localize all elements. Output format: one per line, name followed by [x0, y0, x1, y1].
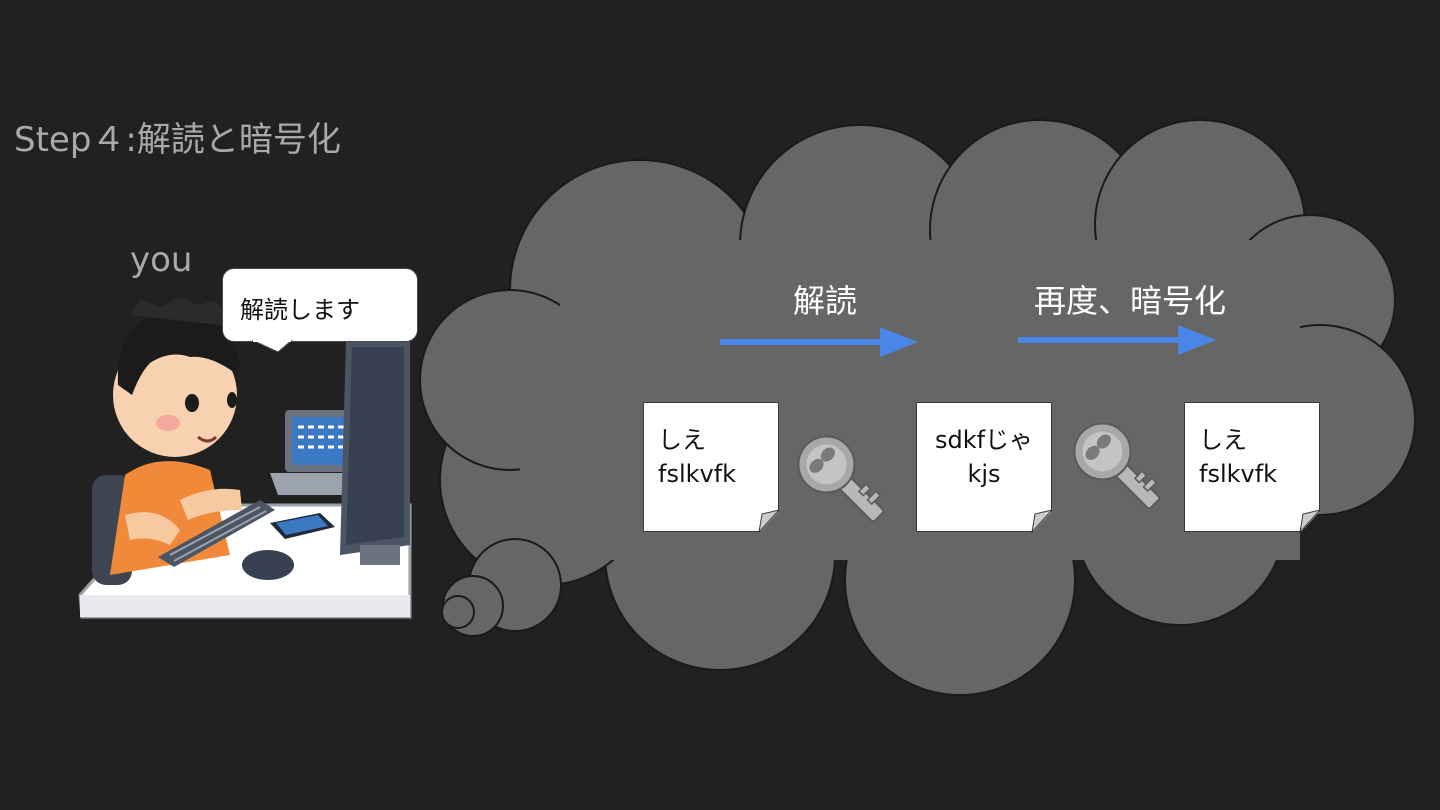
- speech-bubble-tail: [252, 340, 293, 353]
- document-ciphertext-2: [1184, 402, 1320, 532]
- document-fold: [1299, 510, 1321, 534]
- speech-bubble: [222, 268, 418, 342]
- reencrypt-label: 再度、暗号化: [1034, 282, 1227, 320]
- slide-title: Step４:解読と暗号化: [14, 120, 341, 160]
- arrow-reencrypt: [1018, 325, 1216, 355]
- key-icon: [797, 435, 885, 523]
- arrow-decode: [720, 327, 918, 357]
- document-3-text: しえ fslkvfk: [1199, 423, 1277, 491]
- document-1-line2: fslkvfk: [658, 460, 737, 488]
- person-at-computer-illustration: [78, 297, 412, 619]
- document-ciphertext-1: [643, 402, 779, 532]
- document-2-line1: sdkfじゃ: [934, 426, 1034, 454]
- you-label: you: [130, 240, 193, 280]
- document-1-text: しえ fslkvfk: [658, 423, 736, 491]
- speech-text: 解読します: [240, 296, 360, 324]
- document-3-line2: fslkvfk: [1199, 460, 1278, 488]
- document-fold: [1031, 510, 1053, 534]
- document-fold: [758, 510, 780, 534]
- document-1-line1: しえ: [658, 426, 706, 454]
- document-decoded: [916, 402, 1052, 532]
- document-2-text: sdkfじゃ kjs: [916, 423, 1052, 491]
- decode-label: 解読: [793, 282, 858, 320]
- document-3-line1: しえ: [1199, 426, 1247, 454]
- key-icon: [1073, 422, 1161, 510]
- document-2-line2: kjs: [967, 460, 1001, 488]
